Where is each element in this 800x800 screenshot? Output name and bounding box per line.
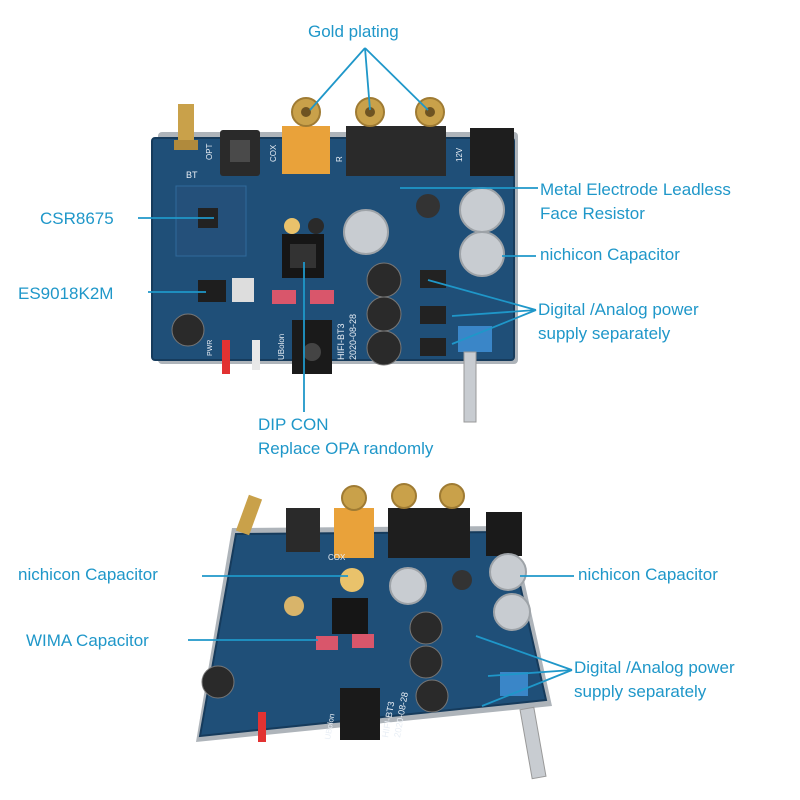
label-nichicon-capacitor-bottom-right: nichicon Capacitor	[578, 565, 718, 584]
nichicon-cap-3	[459, 231, 505, 277]
rca-coax-orange	[282, 126, 330, 174]
label-nichicon-capacitor-top: nichicon Capacitor	[540, 245, 680, 264]
led-red	[222, 340, 230, 374]
cap-470-left	[171, 313, 205, 347]
label-power-supply-top: Digital /Analog power supply separately	[538, 300, 699, 343]
es9018-chip	[198, 280, 226, 302]
nichicon-cap-2	[459, 187, 505, 233]
silk-12v: 12V	[455, 147, 464, 162]
wima-top-1	[272, 290, 296, 304]
wima-top-2	[310, 290, 334, 304]
silk-brand: UBolon	[277, 334, 286, 360]
label-dip-con: DIP CON Replace OPA randomly	[258, 415, 434, 458]
top-board: BT OPT COX R 12V HIFI-BT3 2020-08-28 UBo…	[151, 97, 518, 423]
cap-470-3	[366, 330, 402, 366]
switch-lever	[463, 351, 477, 423]
nichicon-cap-1	[343, 209, 389, 255]
label-gold-plating: Gold plating	[308, 22, 399, 41]
silk-pwr: PWR	[207, 340, 214, 356]
silk-model: HIFI-BT3	[336, 323, 346, 360]
bt-antenna	[178, 104, 194, 144]
callout-lines	[138, 47, 574, 707]
bottom-bt-antenna	[235, 494, 263, 536]
bottom-board: COX HIFI-BT3 2020-08-28 UBolon	[196, 483, 552, 780]
silk-opt: OPT	[205, 143, 214, 160]
rca-pair-block	[346, 126, 446, 176]
cap-470-2	[366, 296, 402, 332]
label-power-supply-bottom: Digital /Analog power supply separately	[574, 658, 735, 701]
silk-cox: COX	[269, 144, 278, 162]
silk-date: 2020-08-28	[348, 314, 358, 360]
wima-bottom-1	[316, 636, 338, 650]
label-wima-capacitor: WIMA Capacitor	[26, 631, 149, 650]
label-es9018k2m: ES9018K2M	[18, 284, 114, 303]
cap-470-1	[366, 262, 402, 298]
label-csr8675: CSR8675	[40, 209, 114, 228]
label-metal-electrode-resistor: Metal Electrode Leadless Face Resistor	[540, 180, 731, 223]
bottom-rca-orange	[334, 508, 374, 558]
silk-bt: BT	[186, 170, 198, 180]
silk-r: R	[335, 156, 344, 162]
wima-bottom-2	[352, 634, 374, 648]
bottom-silk-brand: UBolon	[323, 713, 336, 740]
dc-jack	[470, 128, 514, 176]
bottom-silk-cox: COX	[328, 553, 346, 562]
label-nichicon-capacitor-bottom-left: nichicon Capacitor	[18, 565, 158, 584]
